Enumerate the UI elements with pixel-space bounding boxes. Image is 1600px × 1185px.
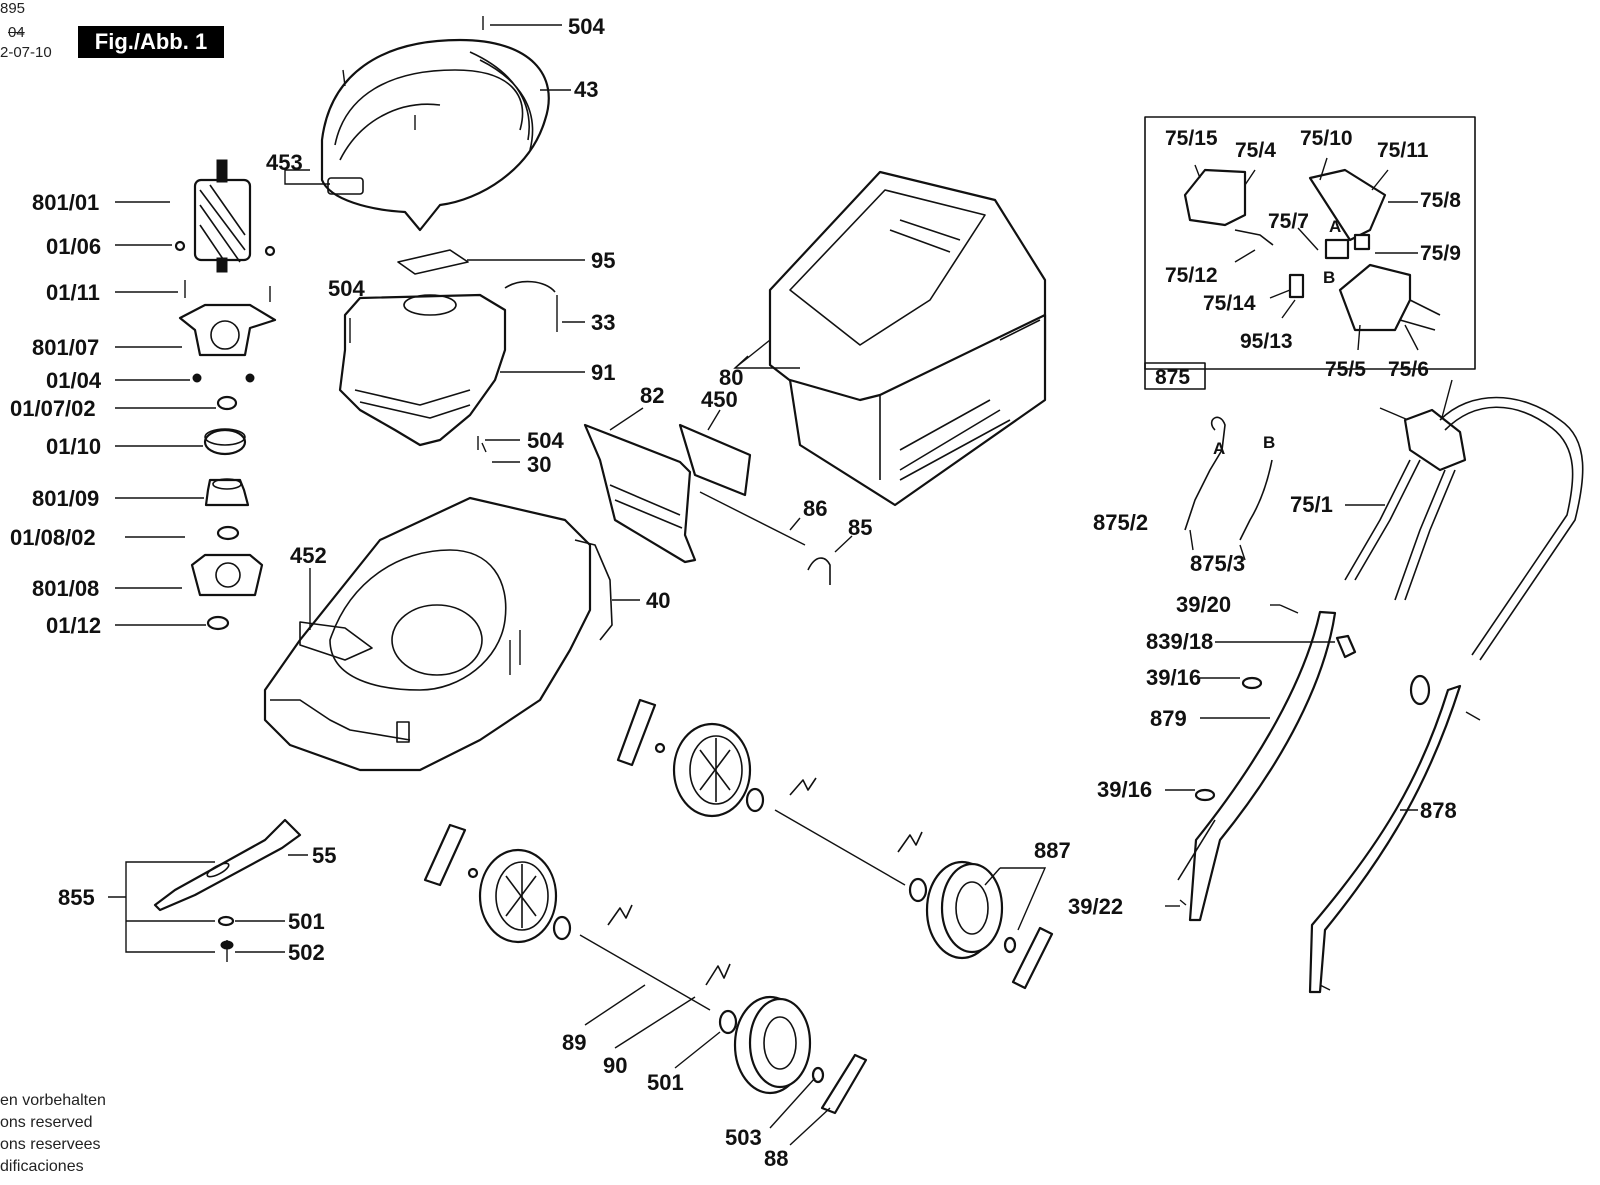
label-75-11: 75/11: [1377, 139, 1429, 162]
label-39-22: 39/22: [1068, 894, 1123, 919]
label-01-06: 01/06: [46, 234, 101, 259]
label-504-lower: 504: [527, 428, 564, 453]
label-75-9: 75/9: [1420, 242, 1461, 265]
label-cable-A: A: [1213, 439, 1225, 458]
label-75-5: 75/5: [1325, 358, 1366, 381]
label-89: 89: [562, 1030, 586, 1055]
label-86: 86: [803, 496, 827, 521]
leader-lines-blade: [108, 854, 308, 953]
label-75-7: 75/7: [1268, 210, 1309, 233]
label-75-6: 75/6: [1388, 358, 1429, 381]
label-450: 450: [701, 387, 738, 412]
label-55: 55: [312, 843, 336, 868]
label-75-15: 75/15: [1165, 127, 1218, 150]
label-01-08-02: 01/08/02: [10, 525, 96, 550]
label-91: 91: [591, 360, 615, 385]
leader-lines-deck: [309, 568, 640, 630]
label-01-07-02: 01/07/02: [10, 396, 96, 421]
grass-box-part: [768, 170, 1047, 507]
revision-struck: 04: [8, 24, 25, 41]
motor-housing-part: [338, 249, 558, 453]
hood-cover-part: [320, 38, 550, 232]
footer-line-2: ons reserved: [0, 1114, 93, 1131]
label-01-10: 01/10: [46, 434, 101, 459]
label-inset-B: B: [1323, 268, 1335, 287]
label-39-16-upper: 39/16: [1146, 665, 1201, 690]
leader-lines-handle: [1165, 504, 1418, 907]
label-501-blade: 501: [288, 909, 325, 934]
label-95-13: 95/13: [1240, 330, 1293, 353]
label-75-12: 75/12: [1165, 264, 1218, 287]
label-501-bottom: 501: [647, 1070, 684, 1095]
label-503: 503: [725, 1125, 762, 1150]
handle-assembly-part: [1177, 379, 1584, 994]
leader-lines-motor: [115, 201, 216, 626]
label-82: 82: [640, 383, 664, 408]
label-01-11: 01/11: [46, 280, 100, 305]
label-90: 90: [603, 1053, 627, 1078]
label-839-18: 839/18: [1146, 629, 1213, 654]
label-85: 85: [848, 515, 872, 540]
label-801-08: 801/08: [32, 576, 99, 601]
label-801-09: 801/09: [32, 486, 99, 511]
label-43: 43: [574, 77, 598, 102]
wheel-assembly-part: [423, 698, 1054, 1115]
motor-assembly-part: [174, 159, 277, 631]
inset-label-875: 875: [1155, 366, 1190, 389]
label-01-04: 01/04: [46, 368, 102, 393]
label-33: 33: [591, 310, 615, 335]
footer-line-1: en vorbehalten: [0, 1092, 106, 1109]
mower-deck-part: [263, 496, 613, 772]
label-75-10: 75/10: [1300, 127, 1353, 150]
label-452: 452: [290, 543, 327, 568]
label-40: 40: [646, 588, 670, 613]
label-cable-B: B: [1263, 433, 1275, 452]
blade-assembly-part: [153, 818, 302, 962]
label-875-2: 875/2: [1093, 510, 1148, 535]
leader-lines-hood: [284, 24, 571, 185]
switch-detail-inset: [1144, 116, 1476, 390]
rear-flap-part: [583, 423, 831, 585]
label-39-20: 39/20: [1176, 592, 1231, 617]
label-875-3: 875/3: [1190, 551, 1245, 576]
label-801-01: 801/01: [32, 190, 99, 215]
label-39-16-lower: 39/16: [1097, 777, 1152, 802]
label-inset-A: A: [1329, 217, 1341, 236]
label-75-1: 75/1: [1290, 492, 1333, 517]
figure-label: Fig./Abb. 1: [78, 26, 224, 58]
label-801-07: 801/07: [32, 335, 99, 360]
label-878: 878: [1420, 798, 1457, 823]
screw-icon: [342, 16, 484, 130]
revision-date: 2-07-10: [0, 44, 52, 61]
leader-lines-inset: [1194, 157, 1419, 351]
footer-line-4: dificaciones: [0, 1158, 84, 1175]
label-502: 502: [288, 940, 325, 965]
label-30: 30: [527, 452, 551, 477]
label-75-4: 75/4: [1235, 139, 1276, 162]
label-88: 88: [764, 1146, 788, 1171]
label-855: 855: [58, 885, 95, 910]
label-80: 80: [719, 365, 743, 390]
label-75-8: 75/8: [1420, 189, 1461, 212]
footer-line-3: ons reservees: [0, 1136, 101, 1153]
label-504-mid: 504: [328, 276, 365, 301]
label-887: 887: [1034, 838, 1071, 863]
leader-lines-housing: [467, 259, 585, 463]
label-504-top: 504: [568, 14, 605, 39]
label-01-12: 01/12: [46, 613, 101, 638]
leader-lines-box: [733, 339, 800, 369]
leader-lines-wheels: [584, 867, 1047, 1146]
doc-number: 895: [0, 0, 26, 17]
label-453: 453: [266, 150, 303, 175]
leader-lines-flap: [609, 407, 853, 553]
label-75-14: 75/14: [1203, 292, 1256, 315]
label-95: 95: [591, 248, 615, 273]
label-879: 879: [1150, 706, 1187, 731]
